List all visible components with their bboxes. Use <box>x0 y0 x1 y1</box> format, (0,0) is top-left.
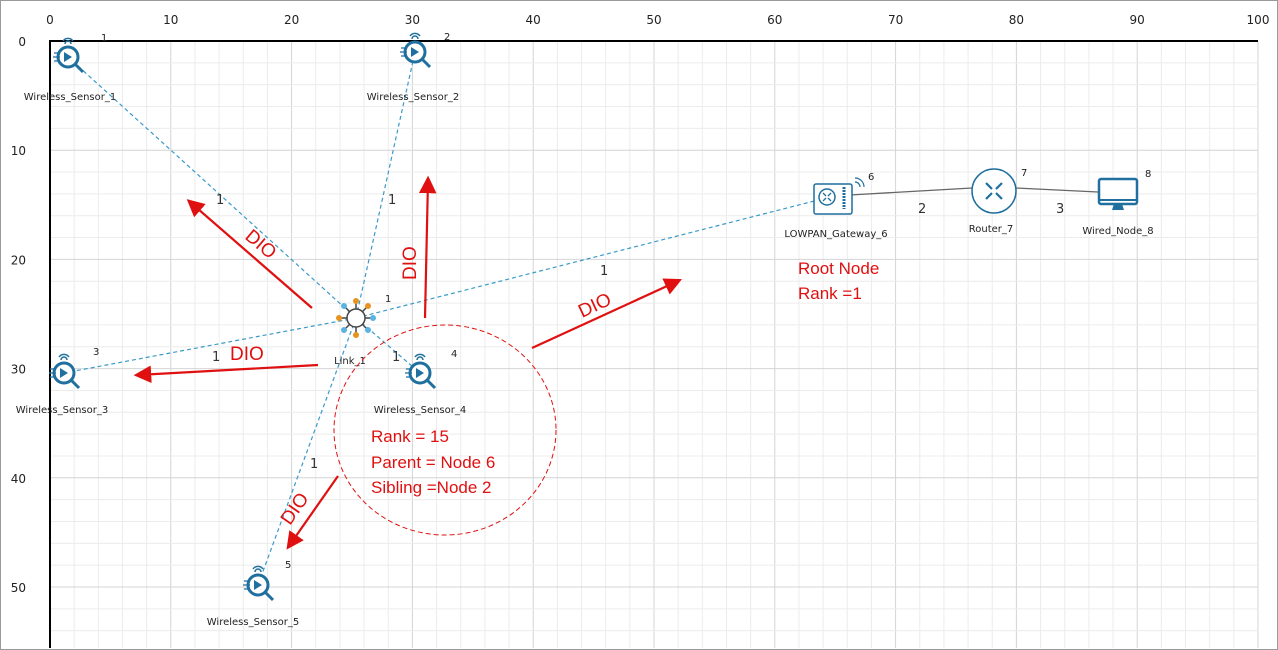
x-tick-label: 100 <box>1247 13 1270 27</box>
x-tick-label: 60 <box>767 13 782 27</box>
node-label: Wireless_Sensor_1 <box>24 92 116 103</box>
link-label: 1 <box>216 193 224 208</box>
y-tick-label: 20 <box>11 253 26 267</box>
wireless-link-hub-icon <box>336 298 376 338</box>
x-tick-label: 10 <box>163 13 178 27</box>
x-tick-label: 50 <box>646 13 661 27</box>
x-tick-label: 70 <box>888 13 903 27</box>
dio-arrow <box>418 175 437 319</box>
y-tick-label: 10 <box>11 144 26 158</box>
wireless-sensor-icon <box>403 352 437 390</box>
link-label: 1 <box>212 350 220 365</box>
dio-label: DIO <box>400 246 421 280</box>
y-tick-label: 50 <box>11 581 26 595</box>
node4-sibling: Sibling =Node 2 <box>371 478 492 497</box>
link-label: 1 <box>392 350 400 365</box>
wired-link-3[interactable] <box>1015 187 1099 193</box>
x-tick-label: 30 <box>405 13 420 27</box>
node-label: Wireless_Sensor_3 <box>16 405 108 416</box>
dio-arrow <box>186 199 313 309</box>
dio-arrow <box>531 278 682 349</box>
x-tick-label: 80 <box>1009 13 1024 27</box>
node-label: Wired_Node_8 <box>1082 226 1153 237</box>
highlight-circle <box>333 324 557 536</box>
node-router-7[interactable]: Router_7 7 <box>969 168 1028 235</box>
node-label: Wireless_Sensor_4 <box>374 405 466 416</box>
dio-arrow <box>286 475 339 550</box>
dio-label: DIO <box>241 226 280 264</box>
link-label: 1 <box>600 264 608 279</box>
root-rank-label: Rank =1 <box>798 284 862 303</box>
wireless-link-sensor-4[interactable] <box>355 317 421 374</box>
wireless-sensor-icon <box>51 36 85 74</box>
y-axis-ticks: 0 10 20 30 40 50 <box>11 35 26 595</box>
node-id: 1 <box>101 33 107 44</box>
node-wireless-sensor-2[interactable]: Wireless_Sensor_2 2 <box>367 31 459 103</box>
x-axis-ticks: 0 10 20 30 40 50 60 70 80 90 100 <box>46 13 1269 27</box>
y-tick-label: 30 <box>11 363 26 377</box>
root-node-label: Root Node <box>798 259 879 278</box>
node-id: 6 <box>868 172 874 183</box>
wireless-link-sensor-5[interactable] <box>257 317 357 586</box>
dio-label: DIO <box>230 344 264 365</box>
monitor-icon <box>1097 177 1139 210</box>
wired-link-2[interactable] <box>849 187 973 196</box>
node-wireless-sensor-5[interactable]: Wireless_Sensor_5 5 <box>207 560 299 628</box>
node-id: 2 <box>444 32 450 43</box>
wireless-link-sensor-2[interactable] <box>355 51 416 319</box>
axis-lines <box>49 40 1258 648</box>
node-wireless-sensor-4[interactable]: Wireless_Sensor_4 4 <box>374 349 466 416</box>
wireless-sensor-icon <box>241 564 275 602</box>
x-tick-label: 90 <box>1130 13 1145 27</box>
node-label: Wireless_Sensor_5 <box>207 617 299 628</box>
wireless-link-sensor-1[interactable] <box>67 56 357 319</box>
node-wired-node-8[interactable]: Wired_Node_8 8 <box>1082 169 1153 237</box>
node-id: 1 <box>385 294 391 305</box>
lowpan-gateway-icon <box>813 177 865 215</box>
node4-parent: Parent = Node 6 <box>371 453 495 472</box>
link-label: 1 <box>310 457 318 472</box>
node4-rank: Rank = 15 <box>371 427 449 446</box>
node-wireless-sensor-3[interactable]: Wireless_Sensor_3 3 <box>16 347 108 416</box>
node-id: 5 <box>285 560 291 571</box>
wireless-link-sensor-3[interactable] <box>63 317 357 374</box>
node-id: 4 <box>451 349 457 360</box>
node-wireless-sensor-1[interactable]: Wireless_Sensor_1 1 <box>24 33 116 103</box>
x-tick-label: 20 <box>284 13 299 27</box>
link-label: 2 <box>918 202 926 217</box>
link-label: 3 <box>1056 202 1064 217</box>
node-id: 8 <box>1145 169 1151 180</box>
y-tick-label: 0 <box>18 35 26 49</box>
grid-lines <box>49 40 1259 648</box>
node-id: 7 <box>1021 168 1027 179</box>
node-id: 3 <box>93 347 99 358</box>
node-label: LOWPAN_Gateway_6 <box>784 229 887 240</box>
link-label: 1 <box>388 193 396 208</box>
wireless-sensor-icon <box>398 31 432 69</box>
node-lowpan-gateway-6[interactable]: LOWPAN_Gateway_6 6 <box>784 172 887 240</box>
node-link-1[interactable]: Link_1 1 <box>334 294 391 367</box>
node-label: Link_1 <box>334 356 366 367</box>
x-tick-label: 0 <box>46 13 54 27</box>
x-tick-label: 40 <box>526 13 541 27</box>
dio-arrow <box>133 363 319 384</box>
y-tick-label: 40 <box>11 472 26 486</box>
router-icon <box>971 168 1017 214</box>
dio-label: DIO <box>277 489 314 529</box>
wireless-link-gateway[interactable] <box>355 196 831 319</box>
node-label: Router_7 <box>969 224 1014 235</box>
node-label: Wireless_Sensor_2 <box>367 92 459 103</box>
